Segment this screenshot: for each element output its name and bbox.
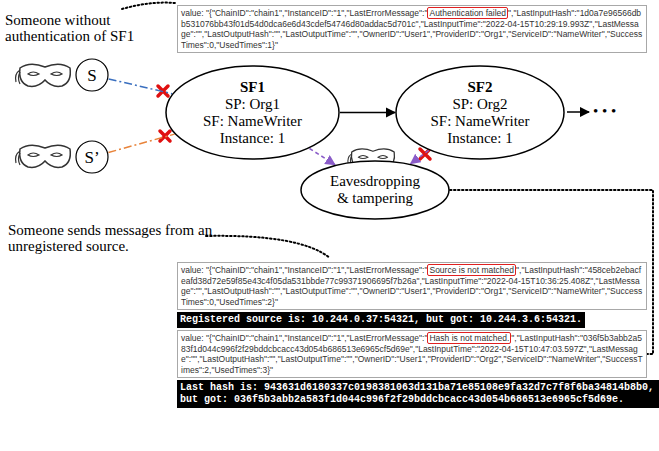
node-title: S <box>87 67 96 84</box>
masked-attacker-icon <box>16 145 71 167</box>
node-detail: SP: Org1 <box>225 96 280 113</box>
record-text: Registered source is: 10.244.0.37:54321,… <box>180 314 582 325</box>
attacker-circle: S <box>75 58 109 92</box>
connector <box>340 112 395 114</box>
connector <box>411 150 429 163</box>
log-record-box: value: "{"ChainID":"chain1","InstanceID"… <box>177 262 647 310</box>
node-title: S’ <box>84 149 99 166</box>
log-record-box: value: "{"ChainID":"chain1","InstanceID"… <box>177 330 647 378</box>
service-function-ellipse: SF2SP: Org2SF: NameWriterInstance: 1 <box>395 65 565 160</box>
attacker-circle: S’ <box>75 140 109 174</box>
console-output-bar: Last hash is: 943631d6180337c0198381063d… <box>177 380 659 408</box>
node-title: SF1 <box>240 79 265 96</box>
blocked-cross <box>160 131 170 141</box>
attack-ellipse: Eavesdropping & tampering <box>300 160 450 220</box>
connector <box>109 79 173 94</box>
record-text: value: "{"ChainID":"chain1","InstanceID"… <box>181 8 427 18</box>
record-text: value: "{"ChainID":"chain1","InstanceID"… <box>181 265 427 275</box>
leader-line <box>122 3 175 9</box>
masked-attacker-icon <box>16 64 71 86</box>
connector <box>310 149 335 165</box>
record-text: value: "{"ChainID":"chain1","InstanceID"… <box>181 333 427 343</box>
error-highlight: Authentication failed <box>427 7 508 19</box>
node-detail: SF: NameWriter <box>203 113 302 130</box>
node-outline-shape <box>301 161 449 219</box>
error-highlight: Source is not matched <box>427 264 516 276</box>
service-function-ellipse: SF1SP: Org1SF: NameWriterInstance: 1 <box>165 65 340 160</box>
continuation-dots: • • • <box>593 103 616 119</box>
node-title: SF2 <box>467 79 492 96</box>
error-highlight: Hash is not matched. <box>427 332 511 344</box>
leader-line <box>206 236 330 258</box>
node-title: Eavesdropping & tampering <box>327 173 423 207</box>
node-detail: Instance: 1 <box>220 130 285 147</box>
connector <box>108 134 174 152</box>
node-outline-shape <box>396 66 564 159</box>
annotation-text: Someone without authentication of SF1 <box>5 12 177 44</box>
node-detail: SP: Org2 <box>452 96 507 113</box>
continuation-arrow <box>567 111 589 113</box>
log-record-box: value: "{"ChainID":"chain1","InstanceID"… <box>177 5 647 53</box>
node-detail: SF: NameWriter <box>431 113 530 130</box>
node-outline-shape <box>76 141 108 173</box>
console-output-bar: Registered source is: 10.244.0.37:54321,… <box>177 312 585 328</box>
node-detail: Instance: 1 <box>447 130 512 147</box>
node-outline-shape <box>76 59 108 91</box>
node-outline-shape <box>166 66 339 159</box>
annotation-text: Someone sends messages from an unregiste… <box>8 222 213 254</box>
record-text: Last hash is: 943631d6180337c0198381063d… <box>180 382 654 405</box>
